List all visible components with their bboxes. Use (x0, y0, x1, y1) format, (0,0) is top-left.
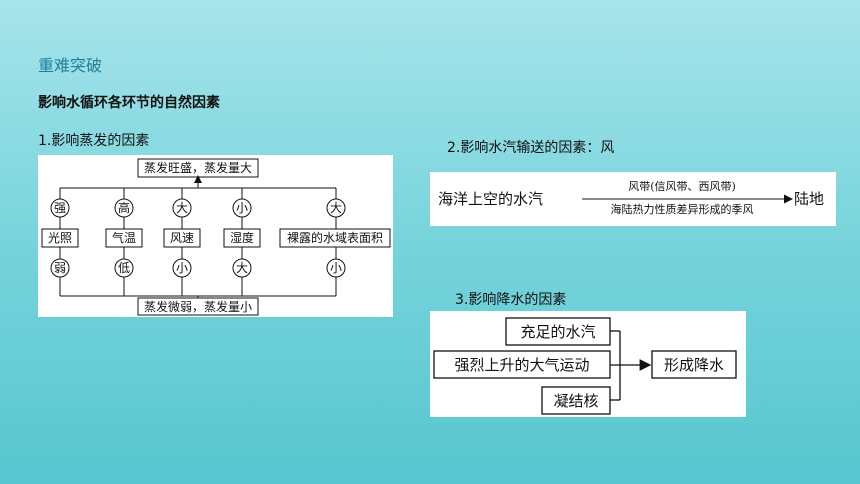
high-circle (50, 198, 70, 218)
factor-column: 小 湿度 大 (223, 188, 261, 296)
factor-label: 风速 (170, 231, 194, 245)
high-circle (172, 198, 192, 218)
high-label: 小 (236, 201, 248, 215)
factor-column: 大 裸露的水域表面积 小 (279, 188, 391, 296)
precipitation-heading: 3.影响降水的因素 (455, 292, 567, 308)
evaporation-diagram-svg: 蒸发旺盛，蒸发量大 强 光照 弱 高 气温 低 大 风速 (41, 158, 391, 316)
low-label: 小 (176, 261, 188, 275)
result-box (651, 350, 737, 379)
factor-column: 大 风速 小 (163, 188, 201, 296)
input-label: 强烈上升的大气运动 (454, 356, 589, 374)
low-label: 低 (118, 261, 130, 275)
vapor-source-label: 海洋上空的水汽 (438, 190, 543, 208)
precipitation-diagram: 充足的水汽 强烈上升的大气运动 凝结核 形成降水 (430, 311, 746, 417)
section-title: 重难突破 (38, 56, 103, 75)
high-label: 强 (54, 201, 66, 215)
evaporation-diagram: 蒸发旺盛，蒸发量大 强 光照 弱 高 气温 低 大 风速 (38, 155, 393, 317)
factor-box (223, 228, 261, 248)
factor-box (105, 228, 143, 248)
input-box (541, 386, 611, 415)
high-label: 大 (176, 201, 188, 215)
top-result-label: 蒸发旺盛，蒸发量大 (144, 160, 252, 175)
low-circle (50, 258, 70, 278)
result-label: 形成降水 (664, 356, 724, 374)
factor-box (41, 228, 79, 248)
transport-diagram-svg: 海洋上空的水汽 风带(信风带、西风带) 海陆热力性质差异形成的季风 陆地 (438, 180, 824, 216)
factor-column: 高 气温 低 (105, 188, 143, 296)
factor-label: 裸露的水域表面积 (287, 230, 383, 245)
main-heading: 影响水循环各环节的自然因素 (38, 95, 220, 111)
transport-heading: 2.影响水汽输送的因素：风 (447, 140, 615, 156)
low-circle (114, 258, 134, 278)
factor-column: 强 光照 弱 (41, 188, 79, 296)
precipitation-diagram-svg: 充足的水汽 强烈上升的大气运动 凝结核 形成降水 (433, 317, 737, 415)
transport-diagram: 海洋上空的水汽 风带(信风带、西风带) 海陆热力性质差异形成的季风 陆地 (430, 172, 836, 226)
high-label: 大 (330, 201, 342, 215)
input-box (505, 317, 611, 346)
high-circle (114, 198, 134, 218)
low-circle (232, 258, 252, 278)
bottom-result-box (137, 297, 259, 316)
input-label: 凝结核 (553, 392, 598, 410)
factor-label: 气温 (112, 230, 136, 245)
high-label: 高 (118, 200, 130, 215)
high-circle (326, 198, 346, 218)
high-circle (232, 198, 252, 218)
bottom-result-label: 蒸发微弱，蒸发量小 (144, 299, 252, 314)
input-label: 充足的水汽 (520, 323, 595, 341)
factor-label: 光照 (48, 231, 72, 245)
land-label: 陆地 (794, 190, 824, 208)
evaporation-heading: 1.影响蒸发的因素 (38, 133, 150, 149)
arrow-top-label: 风带(信风带、西风带) (628, 180, 736, 193)
low-circle (326, 258, 346, 278)
low-label: 弱 (54, 261, 66, 275)
factor-label: 湿度 (230, 230, 254, 245)
arrow-bottom-label: 海陆热力性质差异形成的季风 (611, 202, 754, 216)
factor-box (163, 228, 201, 248)
low-label: 大 (236, 261, 248, 275)
low-circle (172, 258, 192, 278)
factor-box (279, 228, 391, 248)
low-label: 小 (330, 261, 342, 275)
